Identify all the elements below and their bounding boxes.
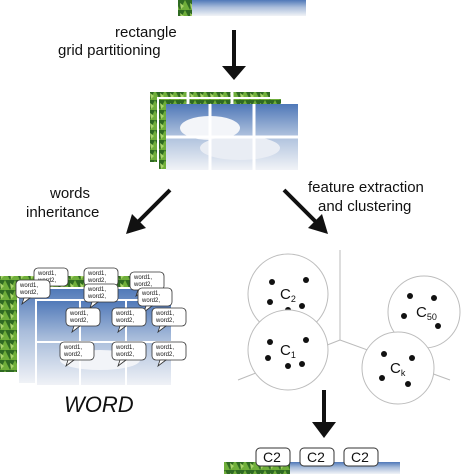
bubble-line1: word1, (155, 345, 174, 351)
word-bubble: word1,word2, (151, 307, 187, 334)
bubble-line1: word1, (87, 271, 106, 277)
bubble-line1: word1, (69, 311, 88, 317)
cluster-point (381, 351, 387, 357)
bubble-line1: word1, (141, 291, 160, 297)
cluster-point (267, 339, 273, 345)
word-bubble: word1,word2, (15, 279, 51, 306)
grid-partitioned-images (150, 92, 298, 171)
cluster-point (269, 279, 275, 285)
word-title: WORD (64, 392, 134, 417)
result-box: C2 (343, 447, 379, 467)
bubble-line2: word2, (63, 352, 82, 358)
arrow-down-left (126, 188, 172, 234)
cluster: C1 (247, 309, 329, 391)
cluster-point (285, 363, 291, 369)
word-bubble: word1,word2, (137, 287, 173, 314)
bubble-line1: word1, (155, 311, 174, 317)
bubble-line2: word2, (115, 318, 134, 324)
word-bubble: word1,word2, (65, 307, 101, 334)
label-grid-line2: grid partitioning (58, 42, 161, 59)
word-bubble: word1,word2, (59, 341, 95, 368)
cluster-point (379, 375, 385, 381)
bubble-line1: word1, (115, 311, 134, 317)
cluster-point (299, 361, 305, 367)
cluster-point (401, 313, 407, 319)
bubble-line1: word1, (63, 345, 82, 351)
bubble-line2: word2, (141, 298, 160, 304)
cluster-point (409, 355, 415, 361)
word-bubble: word1,word2, (111, 307, 147, 334)
result-box: C2 (255, 447, 291, 467)
bubble-line2: word2, (87, 278, 106, 284)
cluster-point (405, 381, 411, 387)
arrow-down-right (282, 188, 328, 234)
cluster-point (431, 295, 437, 301)
bubble-line2: word2, (133, 282, 152, 288)
bubble-line1: word1, (87, 287, 106, 293)
bubble-line1: word1, (133, 275, 152, 281)
bubble-line2: word2, (69, 318, 88, 324)
bubble-line1: word1, (37, 271, 56, 277)
arrow-down-1 (222, 30, 246, 80)
label-grid-line1: rectangle (115, 24, 177, 41)
label-feature-line2: and clustering (318, 198, 411, 215)
result-box-label: C2 (263, 449, 281, 465)
arrow-down-2 (312, 390, 336, 438)
label-inherit-line1: words (49, 185, 90, 202)
word-bubbles: word1,word2,word1,word2,word1,word2,word… (15, 267, 187, 368)
cluster-point (303, 277, 309, 283)
cluster-point (303, 337, 309, 343)
word-bubble: word1,word2, (151, 341, 187, 368)
bubble-line1: word1, (19, 283, 38, 289)
cluster-point (435, 323, 441, 329)
bubble-line2: word2, (19, 290, 38, 296)
source-image (178, 0, 306, 16)
cluster-point (267, 299, 273, 305)
label-inherit-line2: inheritance (26, 204, 99, 221)
cluster-point (265, 355, 271, 361)
result-box-label: C2 (351, 449, 369, 465)
bubble-line2: word2, (155, 352, 174, 358)
cluster-point (407, 293, 413, 299)
cluster: Ck (361, 331, 435, 405)
bubble-line2: word2, (115, 352, 134, 358)
cluster-point (299, 303, 305, 309)
result-box: C2 (299, 447, 335, 467)
word-bubble: word1,word2, (83, 283, 119, 310)
bubble-line2: word2, (87, 294, 106, 300)
result-box-label: C2 (307, 449, 325, 465)
bubble-line2: word2, (155, 318, 174, 324)
label-feature-line1: feature extraction (308, 179, 424, 196)
result-boxes: C2 C2 C2 (255, 447, 379, 467)
bubble-line1: word1, (115, 345, 134, 351)
word-bubble: word1,word2, (111, 341, 147, 368)
